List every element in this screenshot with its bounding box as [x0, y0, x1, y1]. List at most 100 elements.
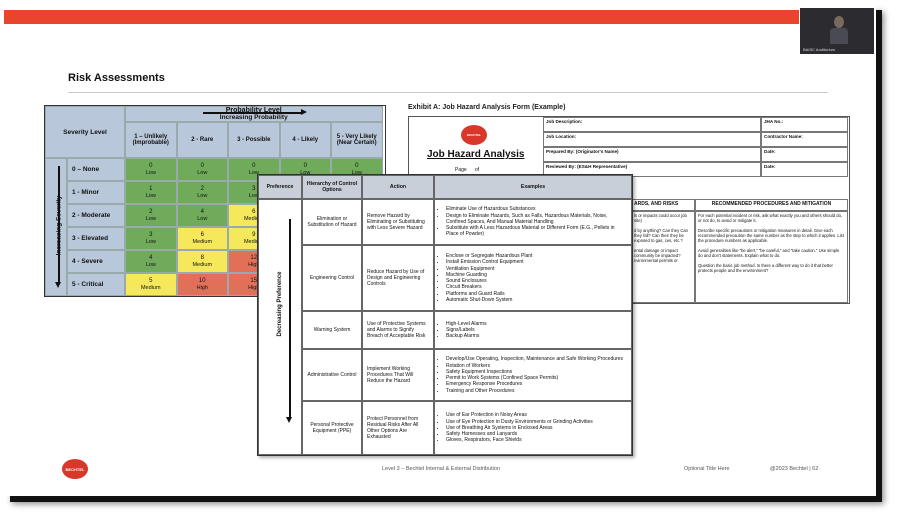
example-item: Training and Other Procedures: [446, 388, 623, 394]
example-item: Emergency Response Procedures: [446, 381, 623, 387]
risk-score-level: Low: [145, 238, 156, 245]
control-option: Warning System: [302, 311, 362, 349]
prepared-by-field[interactable]: Prepared By: (Originator's Name): [543, 147, 761, 162]
controls-column-header: Action: [362, 175, 434, 199]
risk-score-level: Low: [145, 215, 156, 222]
risk-score-level: Medium: [140, 284, 161, 291]
examples-list: Use of Ear Protection in Noisy AreasUse …: [439, 412, 593, 443]
control-examples: Eliminate Use of Hazardous SubstancesDes…: [434, 199, 632, 245]
control-option: Engineering Control: [302, 245, 362, 311]
example-item: Gloves, Respirators, Face Shields: [446, 437, 593, 443]
example-item: Rotation of Workers: [446, 363, 623, 369]
job-location-field[interactable]: Job Location:: [543, 132, 761, 147]
risk-score-number: 1: [149, 186, 153, 193]
risk-score-number: 0: [355, 163, 359, 170]
risk-score-number: 4: [200, 209, 204, 216]
risk-score-number: 5: [149, 278, 153, 285]
example-item: Backup Alarms: [446, 333, 487, 339]
control-option: Elimination or Substitution of Hazard: [302, 199, 362, 245]
risk-score-level: Low: [145, 192, 156, 199]
probability-column-header: 2 - Rare: [176, 122, 228, 158]
preference-column: [258, 199, 302, 455]
control-action: Protect Personnel from Residual Risks Af…: [362, 401, 434, 455]
example-item: Platforms and Guard Rails: [446, 291, 532, 297]
risk-score-number: 15: [250, 278, 258, 285]
severity-row-label: 3 - Elevated: [67, 227, 125, 250]
control-action: Implement Working Procedures That Will R…: [362, 349, 434, 401]
controls-column-header: Hierarchy of Control Options: [302, 175, 362, 199]
control-action: Use of Protective Systems and Alarms to …: [362, 311, 434, 349]
example-item: Design to Eliminate Hazards, Such as Fal…: [446, 213, 627, 226]
example-item: Automatic Shut-Down System: [446, 297, 532, 303]
footer-logo: BECHTEL: [62, 459, 88, 479]
risk-score-number: 6: [252, 209, 256, 216]
title-divider: [68, 92, 828, 93]
control-option: Administrative Control: [302, 349, 362, 401]
risk-score-number: 3: [252, 186, 256, 193]
jha-no-field[interactable]: JHA No.:: [761, 117, 848, 132]
risk-score-level: Low: [145, 169, 156, 176]
example-item: Use of Eye Protection in Dusty Environme…: [446, 419, 593, 425]
control-examples: Enclose or Segregate Hazardous PlantInst…: [434, 245, 632, 311]
risk-score-level: Medium: [192, 261, 213, 268]
risk-score-number: 9: [252, 232, 256, 239]
example-item: Eliminate Use of Hazardous Substances: [446, 206, 627, 212]
example-item: Use of Breathing Air Systems in Enclosed…: [446, 425, 593, 431]
examples-list: Eliminate Use of Hazardous SubstancesDes…: [439, 206, 627, 237]
risk-score-level: Medium: [243, 238, 264, 245]
severity-arrow-column: [45, 158, 67, 296]
example-item: Substitute with A Less Hazardous Materia…: [446, 225, 627, 238]
jha-title: Job Hazard Analysis: [427, 149, 525, 160]
contractor-name-field[interactable]: Contractor Name:: [761, 132, 848, 147]
risk-score-level: Low: [351, 169, 362, 176]
example-item: High-Level Alarms: [446, 321, 487, 327]
risk-score-level: Low: [197, 169, 208, 176]
control-action: Reduce Hazard by Use of Design and Engin…: [362, 245, 434, 311]
procedures-header: RECOMMENDED PROCEDURES AND MITIGATION: [695, 199, 848, 211]
control-examples: Develop/Use Operating, Inspection, Maint…: [434, 349, 632, 401]
risk-score-number: 3: [149, 232, 153, 239]
risk-score-number: 10: [198, 278, 206, 285]
preference-arrow: [286, 219, 292, 423]
examples-list: High-Level AlarmsSigns/LabelsBackup Alar…: [439, 321, 487, 340]
camera-thumbnail[interactable]: BAISC Auditorium: [800, 8, 874, 54]
example-item: Ventilation Equipment: [446, 266, 532, 272]
jha-page: Page of: [455, 167, 480, 173]
example-item: Signs/Labels: [446, 327, 487, 333]
risk-score-level: Low: [248, 169, 259, 176]
increasing-probability-label: Increasing Probability: [219, 114, 288, 121]
camera-label: BAISC Auditorium: [803, 47, 836, 52]
job-description-field[interactable]: Job Description:: [543, 117, 761, 132]
example-item: Circuit Breakers: [446, 284, 532, 290]
risk-score-number: 0: [303, 163, 307, 170]
bechtel-logo: BECHTEL: [461, 125, 487, 145]
risk-score-level: High: [248, 284, 260, 291]
risk-score-number: 8: [200, 255, 204, 262]
risk-score-level: High: [248, 261, 260, 268]
risk-score-number: 12: [250, 255, 258, 262]
reviewed-by-field[interactable]: Reviewed By: (ES&H Representative): [543, 162, 761, 177]
exhibit-caption: Exhibit A: Job Hazard Analysis Form (Exa…: [408, 104, 566, 111]
severity-row-label: 2 - Moderate: [67, 204, 125, 227]
control-option: Personal Protective Equipment (PPE): [302, 401, 362, 455]
risk-score-number: 2: [149, 209, 153, 216]
risk-score-level: High: [196, 284, 208, 291]
date-field-1[interactable]: Date:: [761, 147, 848, 162]
example-item: Develop/Use Operating, Inspection, Maint…: [446, 356, 623, 362]
severity-level-header: Severity Level: [45, 106, 125, 158]
date-field-2[interactable]: Date:: [761, 162, 848, 177]
decreasing-preference-label: Decreasing Preference: [277, 271, 283, 337]
risk-score-number: 0: [252, 163, 256, 170]
severity-row-label: 5 - Critical: [67, 273, 125, 296]
risk-score-number: 0: [149, 163, 153, 170]
